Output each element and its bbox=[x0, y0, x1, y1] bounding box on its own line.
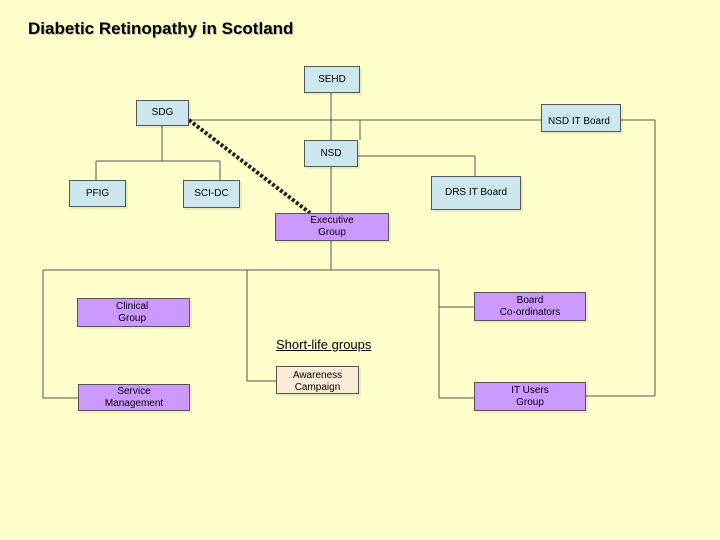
node-label: Clinical Group bbox=[116, 300, 149, 324]
node-label: SCI-DC bbox=[194, 188, 229, 199]
node-label: SEHD bbox=[318, 73, 346, 85]
node-label: Executive Group bbox=[310, 215, 354, 238]
page-title: Diabetic Retinopathy in Scotland bbox=[28, 19, 294, 38]
node-label: NSD bbox=[320, 147, 342, 159]
node-sci-dc: SCI-DC bbox=[183, 180, 240, 208]
node-label: SDG bbox=[151, 107, 174, 118]
node-it-users-group: IT Users Group bbox=[474, 382, 586, 411]
node-service-management: Service Management bbox=[78, 384, 190, 411]
node-sehd: SEHD bbox=[304, 66, 360, 93]
short-life-groups-label: Short-life groups bbox=[276, 337, 372, 352]
node-label: Awareness Campaign bbox=[292, 370, 343, 393]
node-nsd: NSD bbox=[304, 140, 358, 167]
node-drs-it-board: DRS IT Board bbox=[431, 176, 521, 210]
node-label: IT Users Group bbox=[511, 384, 549, 408]
node-label: NSD IT Board bbox=[547, 116, 610, 127]
node-executive-group: Executive Group bbox=[275, 213, 389, 241]
node-label: DRS IT Board bbox=[444, 187, 508, 198]
node-label: Service Management bbox=[104, 385, 164, 409]
node-sdg: SDG bbox=[136, 100, 189, 126]
dotted-link bbox=[187, 118, 312, 215]
node-label: PFIG bbox=[85, 187, 110, 199]
node-awareness-campaign: Awareness Campaign bbox=[276, 366, 359, 394]
node-pfig: PFIG bbox=[69, 180, 126, 207]
node-label: Board Co-ordinators bbox=[499, 294, 561, 318]
node-clinical-group: Clinical Group bbox=[77, 298, 190, 327]
node-board-coordinators: Board Co-ordinators bbox=[474, 292, 586, 321]
node-nsd-it-board: NSD IT Board bbox=[541, 104, 621, 132]
